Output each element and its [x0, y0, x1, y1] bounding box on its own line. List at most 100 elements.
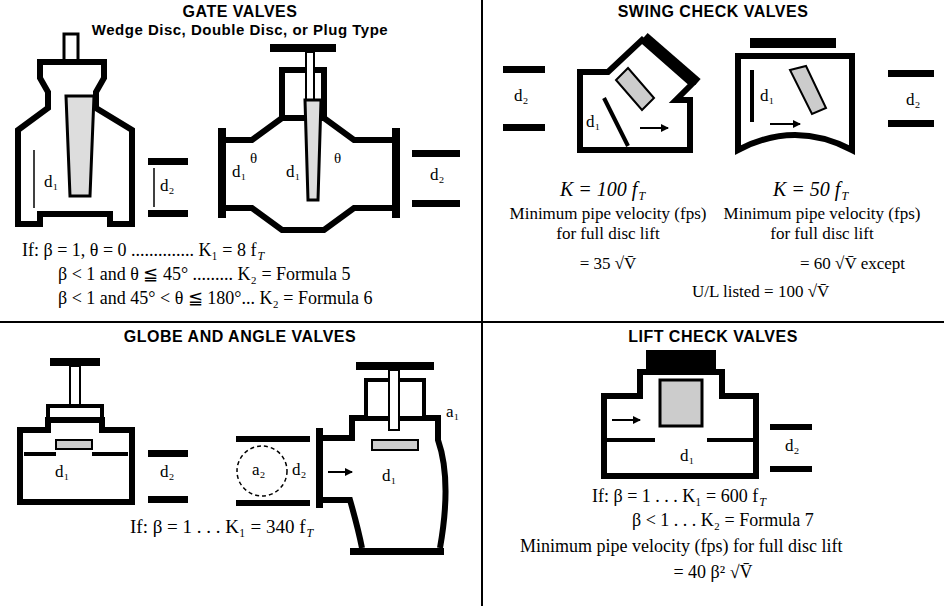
- dimension-label: d₁: [680, 446, 694, 466]
- pipe-symbol: [412, 150, 460, 207]
- swing-check-valve-drawing: [790, 66, 826, 114]
- dimension-label: d₂: [514, 86, 528, 106]
- swing-check-valve-drawing: [750, 70, 754, 122]
- formula-text: K = 50 f: [773, 178, 840, 201]
- lift-check-valve-drawing: [604, 350, 756, 476]
- dimension-label: d₂: [160, 176, 174, 196]
- note-text: Minimum pipe velocity (fps) for full dis…: [712, 204, 932, 243]
- dimension-label: d₁: [55, 462, 69, 482]
- subscript: T: [638, 190, 645, 204]
- gate-valve-drawing: [305, 100, 321, 200]
- dimension-label: d₂: [906, 90, 920, 110]
- area-label: a₁: [446, 402, 459, 422]
- gate-valve-drawing: [218, 128, 226, 218]
- formula-text: = 35 √V̄: [580, 254, 637, 274]
- dimension-label: d₁: [586, 112, 600, 132]
- swing-check-valve-drawing: [616, 68, 654, 110]
- panel-divider: [0, 321, 944, 323]
- pipe-symbol: [148, 450, 188, 457]
- formula-text: U/L listed = 100 √V̄: [692, 282, 829, 302]
- swing-check-valve-drawing: [738, 56, 852, 150]
- formula-text: = 40 β² √V̄: [673, 562, 752, 583]
- swing-check-valve-drawing: [580, 40, 692, 150]
- angle-valve-drawing: [323, 500, 362, 548]
- panel-subheading: Wedge Disc, Double Disc, or Plug Type: [92, 21, 388, 38]
- pipe-symbol: [888, 120, 934, 127]
- pipe-symbol: [503, 66, 545, 131]
- subscript: T: [841, 190, 848, 204]
- dimension-label: d₂: [430, 165, 444, 185]
- angle-valve-drawing: [389, 370, 399, 430]
- lift-check-valve-drawing: [646, 350, 716, 372]
- pipe-symbol: [770, 466, 812, 472]
- pipe-symbol: [770, 424, 812, 472]
- lift-check-valve-drawing: [660, 380, 702, 426]
- swing-check-valve-drawing: [604, 98, 628, 146]
- angle-label: θ: [334, 150, 341, 167]
- panel-heading: GATE VALVES: [183, 3, 298, 21]
- swing-check-valve-drawing: [750, 38, 836, 48]
- pipe-symbol: [148, 210, 188, 217]
- angle-valve-drawing: [316, 362, 446, 555]
- dimension-label: d₂: [292, 460, 306, 480]
- pipe-symbol: [236, 436, 310, 442]
- lift-check-valve-drawing: [612, 419, 640, 421]
- angle-valve-drawing: [372, 440, 418, 450]
- formula-text: = 60 √V̄ except: [800, 254, 905, 274]
- panel-heading: LIFT CHECK VALVES: [628, 328, 798, 346]
- angle-valve-drawing: [328, 471, 352, 473]
- pipe-symbol: [237, 446, 287, 496]
- gate-valve-drawing: [270, 44, 336, 52]
- globe-valve-drawing: [20, 420, 132, 502]
- lift-check-valve-drawing: [604, 372, 756, 476]
- pipe-symbol: [148, 158, 188, 217]
- note-text: Minimum pipe velocity (fps) for full dis…: [520, 536, 842, 557]
- globe-valve-drawing: [24, 452, 128, 456]
- note-text: Minimum pipe velocity (fps) for full dis…: [498, 204, 718, 243]
- gate-valve-drawing: [306, 52, 314, 102]
- area-label: a₂: [252, 460, 265, 480]
- pipe-symbol: [153, 168, 155, 207]
- dimension-label: d₂: [160, 462, 174, 482]
- angle-valve-drawing: [350, 548, 444, 555]
- pipe-symbol: [236, 436, 310, 506]
- subscript: T: [759, 496, 766, 510]
- globe-valve-drawing: [70, 366, 80, 408]
- pipe-symbol: [412, 200, 460, 207]
- gate-valve-drawing: [66, 96, 94, 196]
- formula-text: β < 1 and θ ≦ 45° ......... K₂ = Formula…: [58, 264, 351, 285]
- globe-valve-drawing: [56, 440, 92, 449]
- lift-check-valve-drawing: [607, 438, 753, 442]
- gate-valve-drawing: [392, 128, 400, 218]
- swing-check-valve-drawing: [580, 36, 698, 150]
- gate-valve-drawing: [226, 208, 392, 230]
- angle-valve-drawing: [316, 428, 323, 508]
- swing-check-valve-drawing: [645, 36, 698, 82]
- formula-text: K = 100 f: [560, 178, 637, 201]
- formula-text: If: β = 1 . . . K₁ = 600 f: [592, 486, 758, 507]
- panel-divider: [481, 0, 483, 606]
- pipe-symbol: [412, 150, 460, 157]
- dimension-label: d₁: [760, 86, 774, 106]
- dimension-label: d₁: [382, 466, 396, 486]
- swing-check-valve-drawing: [640, 127, 668, 129]
- swing-check-valve-drawing: [770, 123, 800, 125]
- formula-text: β < 1 and 45° < θ ≦ 180°... K₂ = Formula…: [58, 288, 372, 309]
- subscript: T: [306, 527, 313, 541]
- dimension-label: d₂: [785, 436, 799, 456]
- formula-text: If: β = 1, θ = 0 .............. K₁ = 8 f: [22, 240, 257, 261]
- dimension-label: d₁: [286, 162, 300, 182]
- panel-heading: GLOBE AND ANGLE VALVES: [124, 328, 356, 346]
- gate-valve-drawing: [33, 150, 35, 208]
- gate-valve-drawing: [18, 62, 132, 224]
- pipe-symbol: [888, 70, 934, 127]
- subscript: T: [258, 250, 265, 264]
- swing-check-valve-drawing: [738, 38, 852, 150]
- formula-text: If: β = 1 . . . K₁ = 340 f: [130, 516, 305, 538]
- gate-valve-drawing: [18, 34, 132, 224]
- formula-text: β < 1 . . . K₂ = Formula 7: [632, 510, 814, 531]
- pipe-symbol: [148, 158, 188, 165]
- panel-heading: SWING CHECK VALVES: [618, 3, 809, 21]
